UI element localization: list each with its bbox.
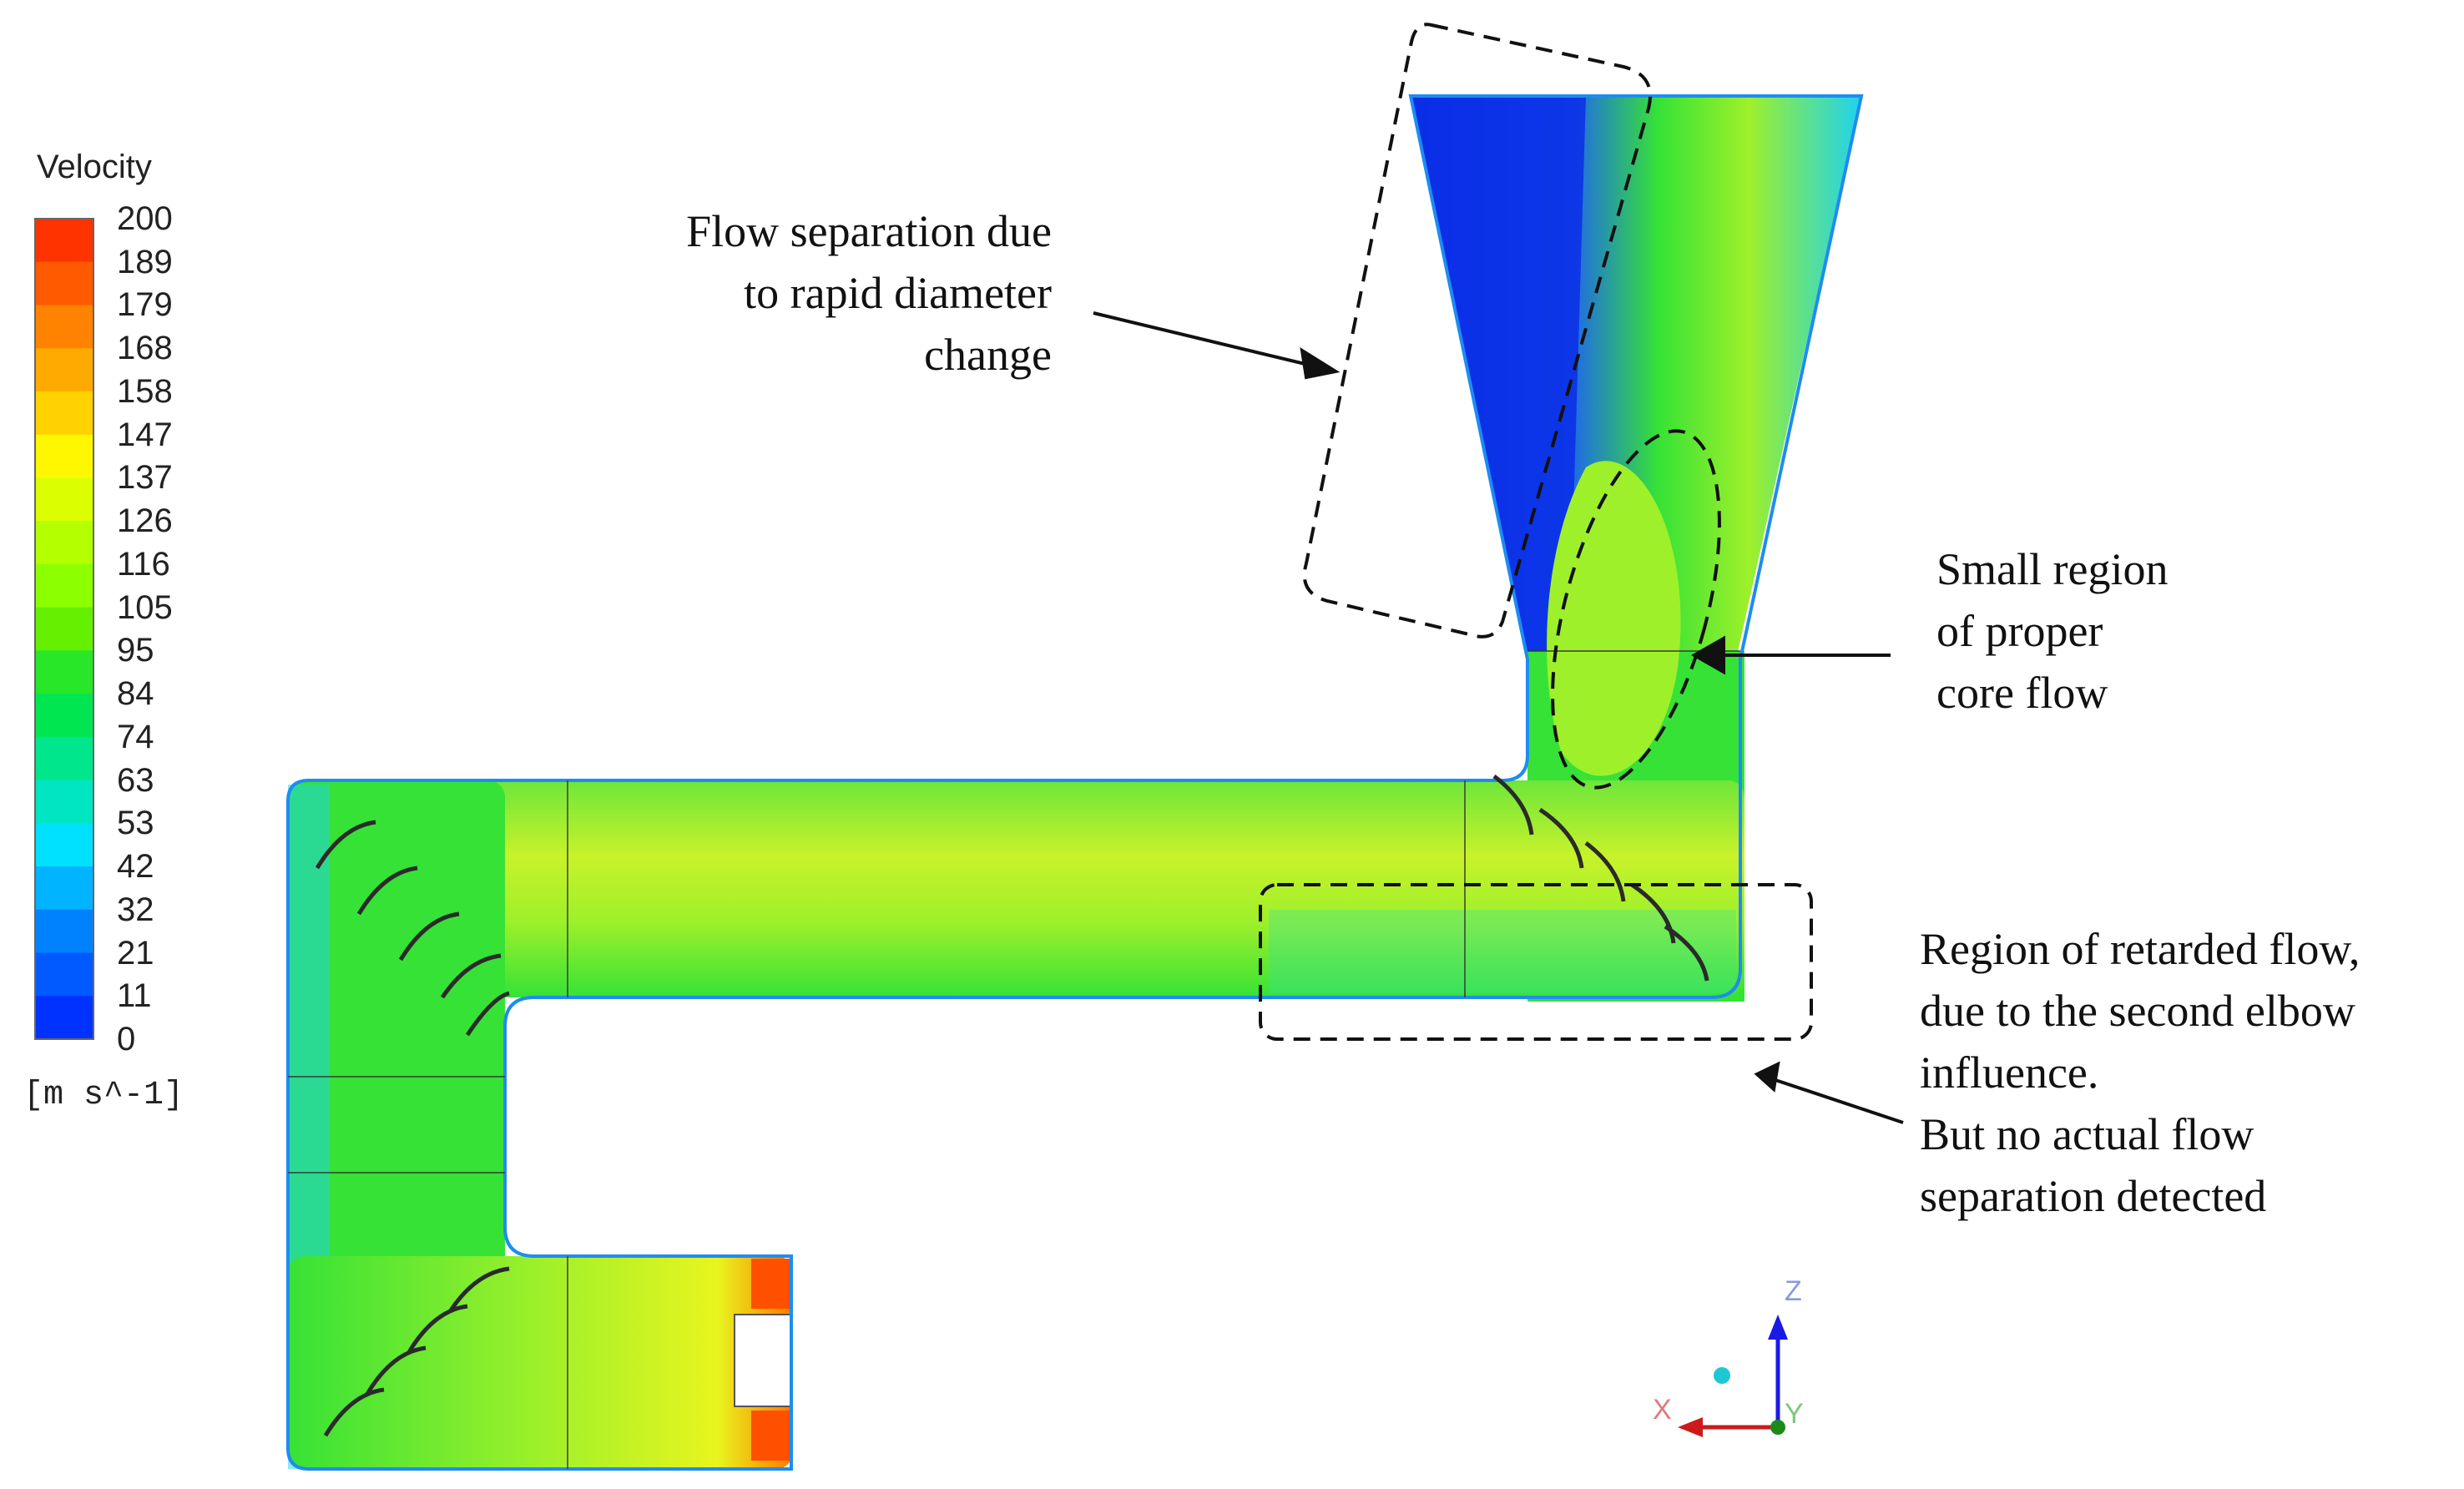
legend-border	[34, 218, 94, 1040]
legend-color-band	[35, 219, 93, 263]
legend-color-band	[35, 477, 93, 522]
legend-color-band	[35, 521, 93, 565]
legend-tick-label: 0	[117, 1021, 136, 1057]
annotation-line: separation detected	[1920, 1171, 2267, 1221]
core-flow-ellipse	[1551, 429, 1721, 790]
duct-geometry	[286, 94, 1864, 1471]
annotation-line: Flow separation due	[686, 206, 1052, 256]
legend-tick-label: 105	[117, 588, 173, 626]
legend-tick-label: 32	[117, 891, 154, 928]
legend-tick-label: 63	[117, 761, 154, 799]
legend-color-band	[35, 261, 93, 305]
legend-color-band	[35, 305, 93, 349]
legend-tick-label: 179	[117, 286, 173, 324]
legend-tick-label: 116	[117, 545, 170, 583]
legend-color-band	[35, 348, 93, 392]
legend-color-band	[35, 694, 93, 738]
legend-color-band	[35, 996, 93, 1040]
legend-color-band	[35, 563, 93, 608]
axis-triad: Z X Y	[1653, 1275, 1804, 1437]
legend-color-band	[35, 952, 93, 997]
legend-color-band	[35, 823, 93, 867]
legend-color-band	[35, 607, 93, 651]
legend-tick-label: 42	[117, 848, 154, 886]
legend-tick-label: 126	[117, 502, 173, 540]
annotation-line: to rapid diameter	[744, 268, 1052, 318]
annotation-line: Small region	[1936, 544, 2169, 594]
legend-tick-label: 200	[117, 200, 173, 237]
legend-color-band	[35, 650, 93, 694]
legend-color-band	[35, 736, 93, 781]
legend-tick-label: 158	[117, 372, 173, 410]
annotation-arrows	[1093, 311, 1904, 1124]
legend-color-bar	[34, 218, 94, 1040]
legend-tick-label: 74	[117, 718, 154, 755]
legend-tick-label: 21	[117, 934, 154, 972]
legend-color-band	[35, 434, 93, 478]
legend-title: Velocity	[37, 149, 152, 185]
legend-color-band	[35, 391, 93, 436]
retarded-flow-box	[1259, 883, 1813, 1041]
annotation-line: change	[924, 330, 1052, 380]
annotation-core-flow: Small region of proper core flow	[1936, 538, 2168, 724]
legend-tick-label: 53	[117, 805, 154, 842]
legend-tick-label: 189	[117, 243, 173, 280]
annotation-shapes	[1259, 23, 1813, 1041]
outlet-bottom	[751, 1411, 791, 1461]
axis-z-label: Z	[1785, 1275, 1802, 1307]
annotation-line: Region of retarded flow,	[1920, 924, 2360, 974]
annotation-line: core flow	[1936, 668, 2108, 718]
separation-zone	[1411, 96, 1586, 659]
annotation-line: due to the second elbow	[1920, 986, 2355, 1036]
upper-duct	[288, 780, 1744, 997]
legend-tick-label: 168	[117, 330, 173, 367]
outlet-opening	[734, 1314, 792, 1407]
legend-unit: [m s^-1]	[23, 1077, 184, 1114]
annotation-line: influence.	[1920, 1047, 2099, 1098]
riser-core	[1547, 461, 1681, 776]
legend-color-band	[35, 909, 93, 954]
legend-color-band	[35, 866, 93, 911]
legend-tick-label: 95	[117, 632, 154, 669]
legend-tick-label: 84	[117, 675, 154, 713]
annotation-line: But no actual flow	[1920, 1109, 2254, 1159]
axis-y-label: Y	[1785, 1398, 1804, 1430]
legend-tick-label: 11	[117, 977, 152, 1015]
legend-tick-label: 147	[117, 416, 173, 453]
lower-duct	[288, 1256, 793, 1469]
legend-color-band	[35, 780, 93, 824]
axis-x-label: X	[1653, 1394, 1672, 1426]
outlet-top	[751, 1259, 791, 1309]
annotation-flow-separation: Flow separation due to rapid diameter ch…	[584, 200, 1052, 386]
legend-tick-label: 137	[117, 459, 173, 497]
annotation-line: of proper	[1936, 606, 2103, 656]
separation-box	[1302, 23, 1652, 639]
annotation-retarded-flow: Region of retarded flow, due to the seco…	[1920, 918, 2360, 1227]
